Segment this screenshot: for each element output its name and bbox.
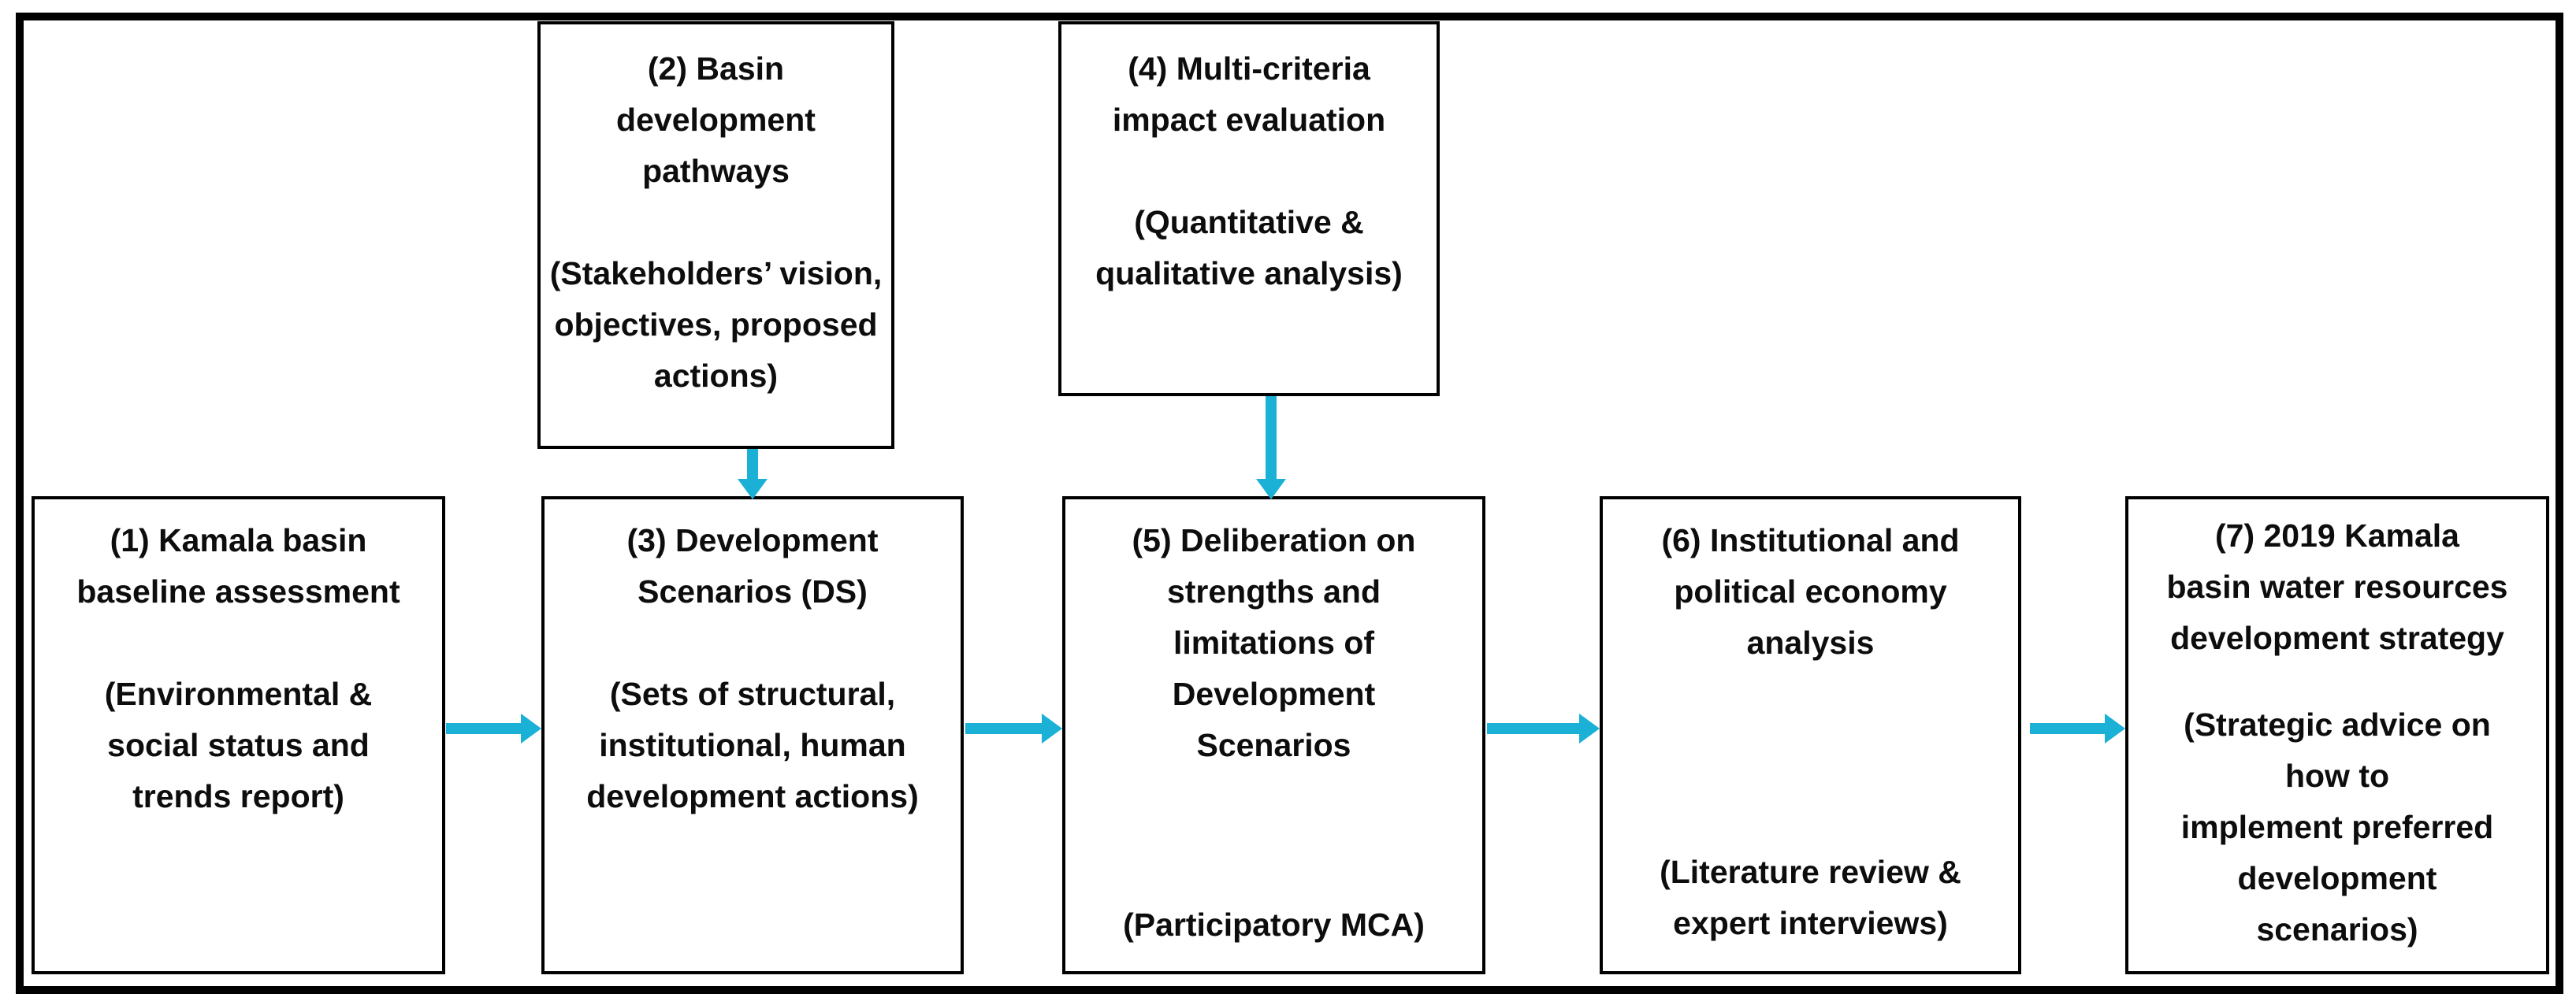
box-multi-criteria-impact-evaluation: (4) Multi-criteria impact evaluation (Qu… [1058, 21, 1440, 396]
box3-title: (3) Development Scenarios (DS) [626, 522, 879, 610]
box2-subtitle: (Stakeholders’ vision, objectives, propo… [549, 255, 883, 394]
arrow-box2-to-box3-icon [738, 449, 768, 499]
box4-title: (4) Multi-criteria impact evaluation [1112, 50, 1386, 138]
arrow-box6-to-box7-icon [2030, 714, 2125, 744]
box-basin-development-pathways: (2) Basin development pathways (Stakehol… [537, 21, 894, 449]
box-deliberation-strengths-limitations: (5) Deliberation on strengths and limita… [1062, 496, 1485, 974]
arrow-box3-to-box5-icon [965, 714, 1062, 744]
box4-subtitle: (Quantitative & qualitative analysis) [1095, 204, 1403, 291]
arrow-box4-to-box5-icon [1256, 396, 1286, 499]
box6-title: (6) Institutional and political economy … [1661, 522, 1960, 661]
arrow-box1-to-box3-icon [446, 714, 541, 744]
arrow-box5-to-box6-icon [1487, 714, 1600, 744]
box5-title: (5) Deliberation on strengths and limita… [1132, 522, 1416, 763]
box-institutional-political-economy: (6) Institutional and political economy … [1600, 496, 2021, 974]
box7-title: (7) 2019 Kamala basin water resources de… [2166, 517, 2508, 656]
box-development-scenarios: (3) Development Scenarios (DS) (Sets of … [541, 496, 964, 974]
box2-title: (2) Basin development pathways [616, 50, 816, 189]
box1-subtitle: (Environmental & social status and trend… [104, 676, 373, 814]
box3-subtitle: (Sets of structural, institutional, huma… [586, 676, 919, 814]
box1-title: (1) Kamala basin baseline assessment [76, 522, 400, 610]
outer-border [16, 13, 2563, 994]
box7-subtitle: (Strategic advice on how to implement pr… [2180, 706, 2494, 948]
box-2019-development-strategy: (7) 2019 Kamala basin water resources de… [2125, 496, 2549, 974]
box5-subtitle: (Participatory MCA) [1123, 907, 1425, 943]
box-kamala-basin-baseline-assessment: (1) Kamala basin baseline assessment (En… [32, 496, 445, 974]
box6-subtitle: (Literature review & expert interviews) [1660, 854, 1961, 941]
